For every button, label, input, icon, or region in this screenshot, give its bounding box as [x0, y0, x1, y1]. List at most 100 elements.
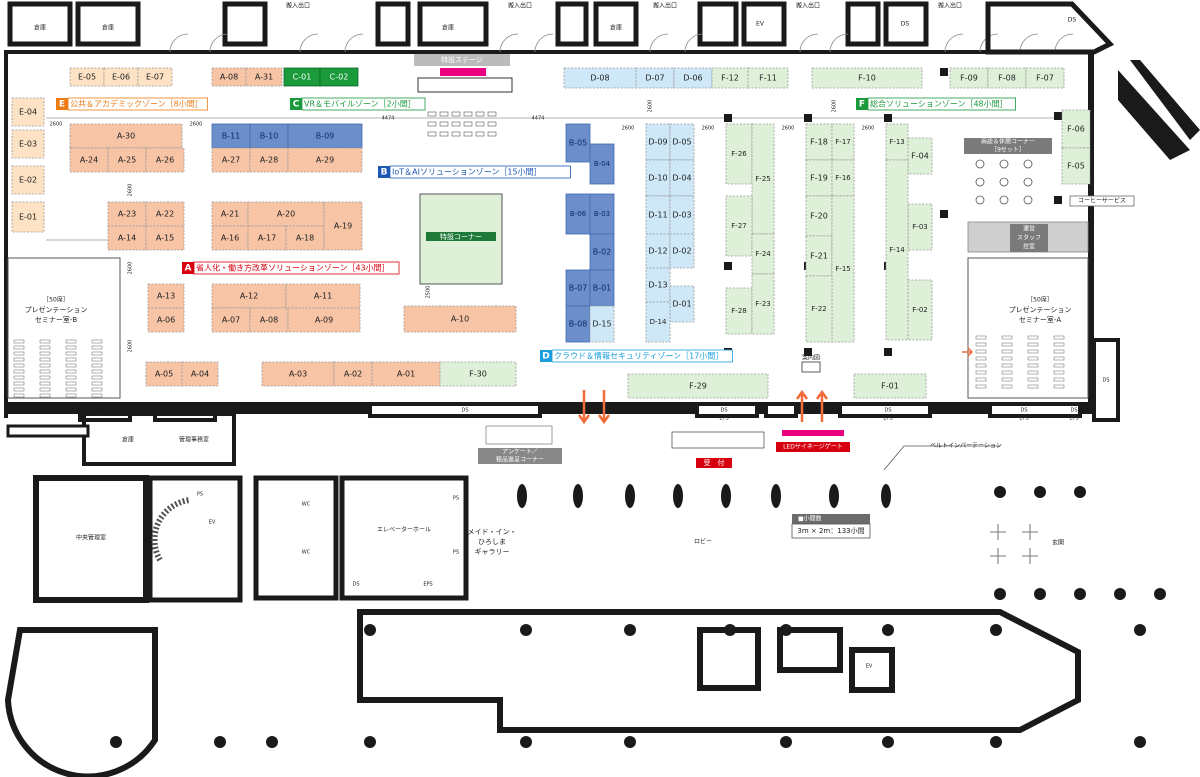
survey-badge	[478, 448, 562, 464]
seminar-chair	[65, 357, 77, 362]
service-room	[838, 402, 932, 418]
booth-d-06	[673, 67, 713, 89]
door-arc	[649, 33, 669, 53]
top-room	[417, 1, 489, 47]
zone-label-b: IoT＆AIソリューションゾーン［15小間］	[392, 168, 542, 177]
booth-label: D-05	[672, 138, 691, 147]
seminar-chair	[975, 370, 987, 375]
lobby-column	[624, 624, 636, 636]
dimension-label: 2600	[648, 100, 654, 113]
seminar-chair	[39, 375, 51, 380]
wc-label: WC	[302, 550, 311, 556]
seminar-room-b	[7, 257, 121, 399]
lobby-column	[990, 624, 1002, 636]
booth-label: A-23	[118, 210, 136, 219]
main-entrance-label: 玄関	[1052, 539, 1064, 547]
dimension-label: 2600	[128, 340, 134, 353]
zone-badge-e	[56, 98, 68, 110]
legend-header	[792, 514, 870, 524]
survey-label: アンケート／	[502, 449, 538, 456]
seminar-chair	[975, 363, 987, 368]
seminar-chair	[91, 357, 103, 362]
gallery-label: ひろしま	[478, 538, 506, 546]
booth-a-23	[107, 201, 147, 227]
booth-label: A-07	[222, 316, 240, 325]
seminar-chair	[1001, 335, 1013, 340]
booth-label: A-06	[157, 316, 175, 325]
stage-chair	[463, 121, 473, 127]
lobby-column	[520, 736, 532, 748]
seminar-chair	[91, 375, 103, 380]
booth-a-05	[145, 361, 183, 387]
booth-d-01	[669, 285, 695, 323]
dimension-label: 2600	[50, 122, 63, 128]
stage-chair	[439, 131, 449, 137]
entrance-label: 搬入出口	[286, 2, 310, 10]
door-arc	[799, 33, 819, 53]
booth-a-15	[145, 225, 185, 251]
booth-label: D-15	[592, 320, 611, 329]
booth-label: D-08	[590, 74, 609, 83]
lobby-column	[829, 484, 839, 508]
zone-label-bg	[551, 349, 733, 363]
booth-label: A-18	[296, 234, 314, 243]
special-corner-badge	[426, 232, 496, 241]
hall-column	[724, 114, 732, 122]
seminar-chair	[1053, 349, 1065, 354]
booth-f-25	[751, 123, 775, 235]
seminar-b-title: セミナー室-B	[35, 315, 78, 324]
seminar-chair	[39, 369, 51, 374]
central-control	[33, 475, 149, 603]
service-room	[988, 402, 1082, 418]
top-room	[7, 1, 73, 47]
stage-chair	[463, 111, 473, 117]
lobby-column	[266, 736, 278, 748]
booth-a-28	[249, 147, 289, 173]
ps-label: PS	[453, 496, 459, 502]
booth-b-07	[565, 269, 591, 307]
booth-a-26	[145, 147, 185, 173]
hall-column	[1054, 196, 1062, 204]
special-stage-bar	[414, 54, 510, 66]
warehouse-label: 倉庫	[102, 24, 114, 32]
revolving-door	[1022, 524, 1038, 540]
door-arc	[209, 33, 229, 53]
booth-a-21	[211, 201, 249, 227]
hall-column	[884, 114, 892, 122]
booth-label: D-13	[648, 281, 667, 290]
legend-value: 3m × 2m：133小間	[797, 526, 864, 535]
central-control-label: 中央管理室	[76, 534, 106, 542]
booth-label: E-03	[19, 140, 37, 149]
booth-f-20	[805, 195, 833, 237]
zone-label-e: 公共＆アカデミックゾーン［8小間］	[70, 99, 203, 109]
zone-badge-c	[290, 98, 302, 110]
booth-label: F-17	[835, 138, 850, 146]
dimension-label: 2600	[782, 126, 795, 132]
stair-block	[985, 1, 1115, 55]
stage-chair	[487, 131, 497, 137]
booth-b-06	[565, 193, 591, 235]
curved-corridor	[357, 609, 1081, 733]
booth-label: F-14	[889, 246, 905, 254]
gallery-label: メイド・イン・	[468, 528, 517, 536]
seminar-a-title: プレゼンテーション	[1009, 305, 1072, 314]
seminar-chair	[1001, 342, 1013, 347]
lobby-column	[721, 484, 731, 508]
service-room	[764, 402, 798, 418]
seminar-chair	[13, 387, 25, 392]
seminar-chair	[65, 369, 77, 374]
core-room	[697, 627, 761, 691]
booth-e-02	[11, 165, 45, 195]
lobby-column	[1154, 588, 1166, 600]
seminar-chair	[1053, 342, 1065, 347]
seminar-chair	[39, 351, 51, 356]
seminar-chair	[91, 393, 103, 398]
lounge-table	[999, 177, 1009, 187]
seminar-chair	[1027, 356, 1039, 361]
booth-b-11	[211, 123, 251, 149]
booth-f-02	[907, 279, 933, 341]
room-label: EPS	[1019, 416, 1028, 422]
top-room	[375, 1, 411, 47]
booth-f-04	[907, 137, 933, 175]
seminar-chair	[975, 349, 987, 354]
